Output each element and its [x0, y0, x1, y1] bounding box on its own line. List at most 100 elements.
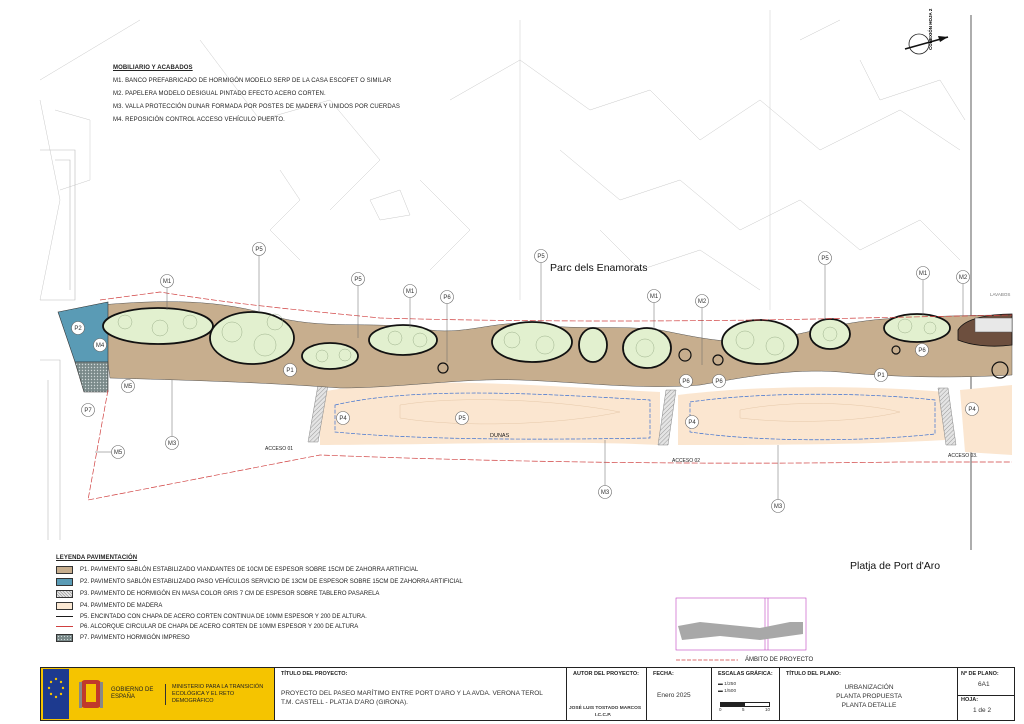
project-title-cell: TÍTULO DEL PROYECTO: PROYECTO DEL PASEO … [275, 668, 567, 720]
plan-title-line-2: PLANTA PROPUESTA [836, 693, 902, 700]
map-labels: DUNAS ACCESO 01 ACCESO 02 ACCESO 03. LAV… [265, 292, 1010, 464]
scale-a3: ▬ 1/500 [718, 689, 737, 694]
legend-item-p4: P4. PAVIMENTO DE MADERA [56, 601, 162, 610]
legend-swatch [56, 633, 73, 642]
author-cell: AUTOR DEL PROYECTO: JOSÉ LUIS TOSTADO MA… [567, 668, 647, 720]
legend-swatch [56, 601, 73, 610]
author-name: JOSÉ LUIS TOSTADO MARCOS [569, 706, 642, 711]
north-arrow-icon [904, 33, 949, 55]
project-boundary [87, 291, 1013, 501]
svg-text:P1: P1 [286, 368, 294, 374]
svg-text:M1: M1 [406, 289, 415, 295]
sheet-page-head: HOJA: [961, 697, 979, 703]
dunes-area [320, 382, 1012, 455]
legend-swatch [56, 565, 73, 574]
scale-tick: 0 [719, 707, 722, 712]
svg-text:M3: M3 [601, 490, 610, 496]
svg-text:P4: P4 [339, 416, 347, 422]
callout-labels: P5 P5 M1 P5 P5 M1 M1 M2 M1 M2 P6 P2 M4 M… [74, 247, 976, 510]
ministerio-text: MINISTERIO PARA LA TRANSICIÓN ECOLÓGICA … [165, 683, 274, 705]
svg-text:ACCESO 02: ACCESO 02 [672, 458, 700, 464]
svg-text:P4: P4 [968, 407, 976, 413]
sheet-number-cell: Nº DE PLANO: 6A1 HOJA: 1 de 2 [958, 668, 1014, 720]
beach-label: Platja de Port d'Aro [850, 560, 941, 572]
svg-text:P7: P7 [84, 408, 92, 414]
svg-text:P6: P6 [682, 379, 690, 385]
svg-text:M3: M3 [168, 441, 177, 447]
legend-item-p7: P7. PAVIMENTO HORMIGÓN IMPRESO [56, 633, 190, 642]
mobiliario-item: M2. PAPELERA MODELO DESIGUAL PINTADO EFE… [113, 91, 326, 97]
legend-item-p6: P6. ALCORQUE CIRCULAR DE CHAPA DE ACERO … [56, 622, 358, 631]
scale-bar [720, 702, 770, 707]
park-label: Parc dels Enamorats [550, 262, 648, 274]
printed-concrete-area [74, 361, 109, 393]
svg-text:M4: M4 [96, 343, 105, 349]
tree-pits [437, 345, 1009, 379]
sheet-number: 6A1 [978, 681, 990, 688]
svg-text:M5: M5 [124, 384, 133, 390]
sheet-number-head: Nº DE PLANO: [961, 671, 999, 677]
svg-text:M2: M2 [698, 299, 707, 305]
svg-text:ACCESO 03.: ACCESO 03. [948, 453, 977, 459]
sheet-page: 1 de 2 [973, 707, 992, 714]
svg-text:M1: M1 [163, 279, 172, 285]
mobiliario-item: M3. VALLA PROTECCIÓN DUNAR FORMADA POR P… [113, 104, 400, 110]
date-cell: FECHA: Enero 2025 [647, 668, 712, 720]
svg-text:ACCESO 01: ACCESO 01 [265, 446, 293, 452]
legend-item-p3: P3. PAVIMENTO DE HORMIGÓN EN MASA COLOR … [56, 589, 379, 598]
mobiliario-title: MOBILIARIO Y ACABADOS [113, 65, 193, 71]
legend-swatch [56, 626, 73, 627]
project-title-head: TÍTULO DEL PROYECTO: [281, 671, 348, 677]
mobiliario-item: M1. BANCO PREFABRICADO DE HORMIGÓN MODEL… [113, 78, 392, 84]
author-head: AUTOR DEL PROYECTO: [573, 671, 640, 677]
date-value: Enero 2025 [657, 692, 691, 699]
svg-text:P2: P2 [74, 326, 82, 332]
legend-item-p2: P2. PAVIMENTO SABLÓN ESTABILIZADO PASO V… [56, 577, 463, 586]
title-block: GOBIERNO DE ESPAÑA MINISTERIO PARA LA TR… [40, 667, 1015, 721]
plan-title-line-1: URBANIZACIÓN [844, 684, 894, 691]
government-logo-cell: GOBIERNO DE ESPAÑA MINISTERIO PARA LA TR… [41, 668, 275, 720]
svg-text:DUNAS: DUNAS [490, 433, 510, 439]
legend-swatch [56, 616, 73, 617]
gobierno-text: GOBIERNO DE ESPAÑA [111, 687, 154, 700]
plan-title-cell: TÍTULO DEL PLANO: URBANIZACIÓN PLANTA PR… [780, 668, 958, 720]
author-title: I.C.C.P. [595, 713, 612, 718]
svg-text:P5: P5 [821, 256, 829, 262]
tree-symbols [117, 313, 937, 363]
legend-swatch [56, 577, 73, 586]
svg-text:M1: M1 [650, 294, 659, 300]
svg-text:P6: P6 [918, 348, 926, 354]
svg-text:P5: P5 [354, 277, 362, 283]
mobiliario-item: M4. REPOSICIÓN CONTROL ACCESO VEHÍCULO P… [113, 117, 285, 123]
boardwalks [307, 384, 957, 446]
callout-leaders [95, 255, 964, 500]
legend-item-p5: P5. ENCINTADO CON CHAPA DE ACERO CORTEN … [56, 612, 367, 621]
plan-title-line-3: PLANTA DETALLE [841, 702, 897, 709]
svg-text:P6: P6 [715, 379, 723, 385]
svg-text:P5: P5 [458, 416, 466, 422]
terrain-contours [39, 10, 966, 310]
legend-item-p1: P1. PAVIMENTO SABLÓN ESTABILIZADO VIANDA… [56, 565, 418, 574]
callout-bubbles [71, 242, 979, 513]
svg-text:M1: M1 [919, 271, 928, 277]
scale-tick: 10 [765, 707, 771, 712]
sheet-divider [958, 695, 1014, 696]
lavabos-building [957, 313, 1013, 347]
ambito-label: ÁMBITO DE PROYECTO [745, 657, 814, 663]
svg-text:P1: P1 [877, 373, 885, 379]
svg-text:P5: P5 [255, 247, 263, 253]
ambito-minimap [675, 597, 807, 661]
project-title-line-2: T.M. CASTELL - PLATJA D'ARO (GIRONA). [281, 699, 408, 706]
eu-flag-icon [43, 669, 69, 719]
date-head: FECHA: [653, 671, 674, 677]
svg-text:M3: M3 [774, 504, 783, 510]
planting-beds [102, 307, 951, 370]
svg-text:M5: M5 [114, 450, 123, 456]
left-building [40, 149, 76, 540]
scale-cell: ESCALAS GRÁFICA: ▬ 1/250 ▬ 1/500 0 5 10 [712, 668, 780, 720]
legend-swatch [56, 589, 73, 598]
plan-title-head: TÍTULO DEL PLANO: [786, 671, 841, 677]
svg-text:P5: P5 [537, 254, 545, 260]
